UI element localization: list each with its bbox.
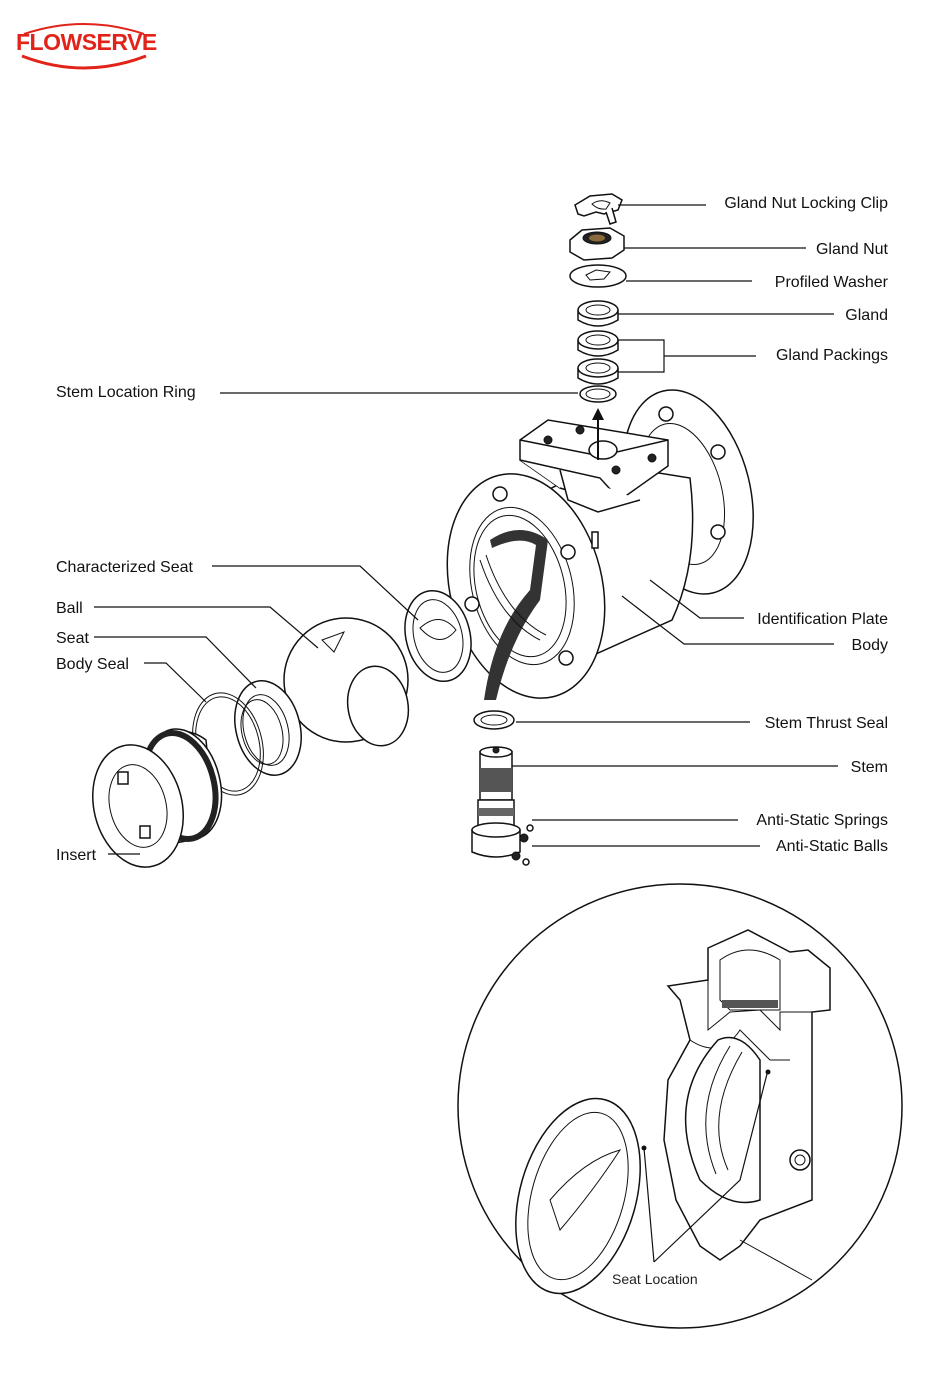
stem-thrust-seal-part bbox=[474, 711, 514, 729]
label-ball: Ball bbox=[56, 600, 83, 617]
assembly-arrow-head bbox=[592, 408, 604, 420]
label-characterized-seat: Characterized Seat bbox=[56, 559, 194, 576]
leader-characterized-seat bbox=[212, 566, 418, 620]
leader-ball bbox=[94, 607, 318, 648]
seat-location-detail: Seat Location bbox=[458, 884, 902, 1328]
insert-part bbox=[80, 721, 232, 877]
label-insert: Insert bbox=[56, 847, 97, 864]
stem-location-ring-part bbox=[580, 386, 616, 402]
label-gland-packings: Gland Packings bbox=[776, 347, 888, 364]
gland-part bbox=[578, 301, 618, 326]
label-stem-thrust-seal: Stem Thrust Seal bbox=[765, 715, 888, 732]
gland-nut-locking-clip-part bbox=[575, 194, 622, 224]
gland-nut-part bbox=[570, 228, 624, 260]
gland-packings-part bbox=[578, 331, 618, 384]
label-profiled-washer: Profiled Washer bbox=[775, 274, 889, 291]
leader-gland-packings bbox=[618, 340, 756, 372]
label-gland-nut-locking-clip: Gland Nut Locking Clip bbox=[724, 195, 888, 212]
label-identification-plate: Identification Plate bbox=[757, 611, 888, 628]
label-seat: Seat bbox=[56, 630, 89, 647]
label-body-seal: Body Seal bbox=[56, 656, 129, 673]
profiled-washer-part bbox=[570, 265, 626, 287]
label-gland-nut: Gland Nut bbox=[816, 241, 889, 258]
label-seat-location: Seat Location bbox=[612, 1271, 698, 1287]
label-gland: Gland bbox=[845, 307, 888, 324]
label-anti-static-springs: Anti-Static Springs bbox=[756, 812, 888, 829]
label-anti-static-balls: Anti-Static Balls bbox=[776, 838, 888, 855]
stem-part bbox=[472, 747, 533, 865]
label-stem: Stem bbox=[851, 759, 888, 776]
ball-part bbox=[284, 618, 414, 751]
label-body: Body bbox=[852, 637, 888, 654]
leader-body-seal bbox=[144, 663, 206, 702]
label-stem-location-ring: Stem Location Ring bbox=[56, 384, 196, 401]
